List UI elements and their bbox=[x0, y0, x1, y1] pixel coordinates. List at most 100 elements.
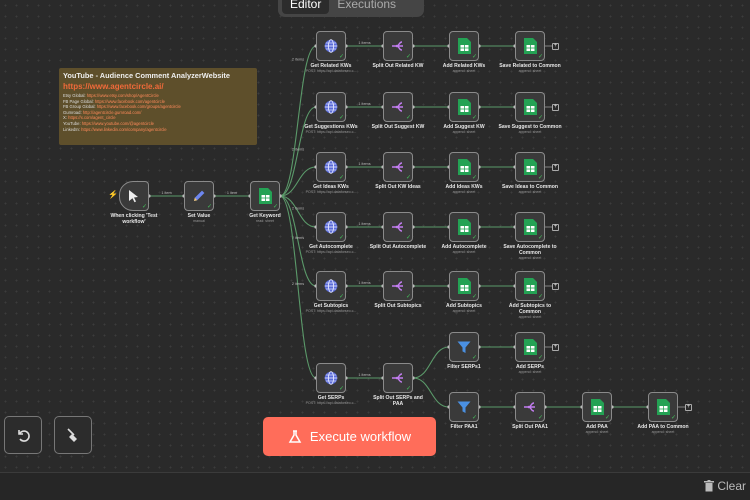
http-request-5-node[interactable]: ✓ bbox=[316, 271, 346, 301]
save-common-1-label: Save Related to Common bbox=[499, 63, 561, 69]
split-out-paa-node[interactable]: ✓ bbox=[515, 392, 545, 422]
add-node-button[interactable]: + bbox=[552, 223, 559, 231]
add-node-button[interactable]: + bbox=[552, 282, 559, 290]
item-count-label: 2 items bbox=[292, 58, 304, 62]
sheets-icon bbox=[457, 38, 471, 54]
tab-executions[interactable]: Executions bbox=[337, 0, 397, 11]
filter-serps-label: Filter SERPs1 bbox=[447, 364, 481, 370]
filter-paa-label: Filter PAA1 bbox=[450, 424, 478, 430]
item-count-label: 1 items bbox=[358, 162, 370, 166]
execute-workflow-button[interactable]: Execute workflow bbox=[263, 417, 436, 456]
sheets-icon bbox=[523, 99, 537, 115]
save-common-1-node[interactable]: ✓ bbox=[515, 31, 545, 61]
success-check-icon: ✓ bbox=[338, 386, 344, 392]
append-sheet-2-node[interactable]: ✓ bbox=[449, 92, 479, 122]
add-node-button[interactable]: + bbox=[552, 42, 559, 50]
success-check-icon: ✓ bbox=[141, 204, 147, 210]
http-request-2-node[interactable]: ✓ bbox=[316, 92, 346, 122]
success-check-icon: ✓ bbox=[537, 115, 543, 121]
split-out-1-node[interactable]: ✓ bbox=[383, 31, 413, 61]
add-serps-node[interactable]: ✓ bbox=[515, 332, 545, 362]
append-sheet-5-node[interactable]: ✓ bbox=[449, 271, 479, 301]
trigger-label: workflow' bbox=[122, 219, 146, 225]
sticky-note[interactable]: YouTube - Audience Comment AnalyzerWebsi… bbox=[59, 68, 257, 145]
add-paa-common-node[interactable]: ✓ bbox=[648, 392, 678, 422]
success-check-icon: ✓ bbox=[206, 204, 212, 210]
append-sheet-2-subtitle: append: sheet bbox=[452, 130, 476, 134]
split-out-paa-label: Split Out PAA1 bbox=[512, 424, 548, 430]
clear-button[interactable]: Clear bbox=[704, 479, 746, 493]
note-link[interactable]: https://www.agentcircle.ai/ bbox=[63, 82, 164, 91]
success-check-icon: ✓ bbox=[405, 386, 411, 392]
save-common-2-subtitle: append: sheet bbox=[518, 130, 542, 134]
success-check-icon: ✓ bbox=[670, 415, 676, 421]
item-count-label: 1 item bbox=[227, 191, 237, 195]
save-common-2-node[interactable]: ✓ bbox=[515, 92, 545, 122]
note-line: YouTube: https://www.youtube.com/@agentc… bbox=[63, 120, 155, 126]
save-common-4-node[interactable]: ✓ bbox=[515, 212, 545, 242]
sheets-icon bbox=[457, 159, 471, 175]
save-common-4-label: Save Autocomplete to bbox=[503, 244, 557, 250]
get-keyword-node[interactable]: ✓ bbox=[250, 181, 280, 211]
item-count-label: 2 items bbox=[292, 282, 304, 286]
split-out-serps-node[interactable]: ✓ bbox=[383, 363, 413, 393]
add-paa-label: Add PAA bbox=[586, 424, 608, 430]
globe-icon bbox=[323, 370, 339, 386]
filter-serps-node[interactable]: ✓ bbox=[449, 332, 479, 362]
split-out-5-node[interactable]: ✓ bbox=[383, 271, 413, 301]
http-request-4-node[interactable]: ✓ bbox=[316, 212, 346, 242]
add-serps-label: Add SERPs bbox=[515, 364, 545, 370]
add-serps-subtitle: append: sheet bbox=[518, 370, 542, 374]
undo-button[interactable] bbox=[4, 416, 42, 454]
item-count-label: 2 items bbox=[292, 236, 304, 240]
success-check-icon: ✓ bbox=[604, 415, 610, 421]
split-out-2-node[interactable]: ✓ bbox=[383, 92, 413, 122]
connection-line bbox=[279, 106, 317, 197]
add-node-button[interactable]: + bbox=[552, 163, 559, 171]
add-node-button[interactable]: + bbox=[552, 343, 559, 351]
append-sheet-4-node[interactable]: ✓ bbox=[449, 212, 479, 242]
split-out-3-label: Split Out KW Ideas bbox=[375, 184, 421, 190]
save-common-3-subtitle: append: sheet bbox=[518, 190, 542, 194]
save-common-5-label: Add Subtopics to bbox=[508, 303, 552, 309]
append-sheet-3-node[interactable]: ✓ bbox=[449, 152, 479, 182]
connection-line bbox=[279, 45, 317, 197]
success-check-icon: ✓ bbox=[471, 294, 477, 300]
undo-icon bbox=[18, 430, 30, 442]
connection-line bbox=[279, 195, 317, 379]
filter-paa-node[interactable]: ✓ bbox=[449, 392, 479, 422]
view-tabs: Editor Executions bbox=[278, 0, 424, 17]
http-request-serps-node[interactable]: ✓ bbox=[316, 363, 346, 393]
trigger-bolt-icon: ⚡ bbox=[108, 190, 118, 199]
save-common-5-node[interactable]: ✓ bbox=[515, 271, 545, 301]
set-value-subtitle: manual bbox=[193, 219, 205, 223]
append-sheet-1-node[interactable]: ✓ bbox=[449, 31, 479, 61]
set-value-node[interactable]: ✓ bbox=[184, 181, 214, 211]
tab-editor[interactable]: Editor bbox=[282, 0, 330, 14]
success-check-icon: ✓ bbox=[537, 175, 543, 181]
trigger-node[interactable]: ✓ bbox=[119, 181, 149, 211]
globe-icon bbox=[323, 219, 339, 235]
http-request-2-subtitle: POST: https://api.dataforseo.c... bbox=[305, 130, 357, 134]
sheets-icon bbox=[590, 399, 604, 415]
filter-icon bbox=[456, 339, 472, 355]
split-out-serps-label: PAA bbox=[392, 401, 404, 407]
split-out-4-node[interactable]: ✓ bbox=[383, 212, 413, 242]
http-request-5-label: Get Subtopics bbox=[313, 303, 349, 309]
tidy-up-button[interactable] bbox=[54, 416, 92, 454]
connection-line bbox=[412, 346, 450, 379]
add-paa-node[interactable]: ✓ bbox=[582, 392, 612, 422]
item-count-label: 2 items bbox=[292, 148, 304, 152]
split-out-3-node[interactable]: ✓ bbox=[383, 152, 413, 182]
save-common-3-node[interactable]: ✓ bbox=[515, 152, 545, 182]
connection-line bbox=[279, 166, 317, 197]
append-sheet-3-subtitle: append: sheet bbox=[452, 190, 476, 194]
http-request-3-node[interactable]: ✓ bbox=[316, 152, 346, 182]
append-sheet-1-subtitle: append: sheet bbox=[452, 69, 476, 73]
add-node-button[interactable]: + bbox=[552, 103, 559, 111]
http-request-1-node[interactable]: ✓ bbox=[316, 31, 346, 61]
save-common-5-label: Common bbox=[518, 309, 542, 315]
add-node-button[interactable]: + bbox=[685, 403, 692, 411]
